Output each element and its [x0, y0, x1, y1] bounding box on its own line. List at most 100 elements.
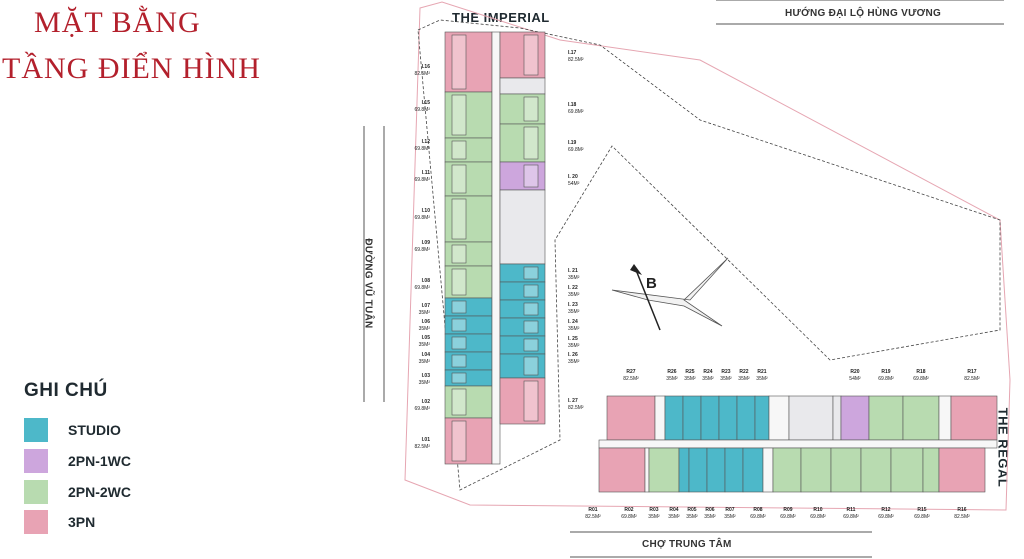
unit-code: R07 [725, 507, 734, 513]
unit-area: 35M² [666, 376, 678, 382]
legend-item-3pn: 3PN [24, 510, 95, 534]
regal-top-unit [902, 395, 940, 441]
regal-bottom-unit [706, 447, 726, 493]
unit-code: R19 [881, 369, 890, 375]
regal-top-unit [840, 395, 870, 441]
legend-item-2pn-2wc: 2PN-2WC [24, 480, 131, 504]
regal-top-unit [754, 395, 770, 441]
unit-area: 69.8M² [878, 376, 894, 382]
legend-item-2pn-1wc: 2PN-1WC [24, 449, 131, 473]
imperial-right-unit [499, 353, 546, 379]
regal-bottom-unit [772, 447, 802, 493]
unit-area: 69.8M² [878, 514, 894, 520]
legend-label: 2PN-1WC [68, 453, 132, 469]
unit-code: I. 20 [568, 174, 578, 180]
unit-area: 69.8M² [843, 514, 859, 520]
unit-area: 69.8M² [414, 107, 430, 113]
unit-code: I.09 [422, 240, 431, 246]
room-outline [451, 94, 467, 136]
unit-code: I. 25 [568, 336, 578, 342]
unit-area: 35M² [648, 514, 660, 520]
unit-code: I.16 [422, 64, 431, 70]
unit-code: R24 [703, 369, 712, 375]
unit-area: 35M² [568, 292, 580, 298]
room-outline [451, 336, 467, 350]
unit-area: 35M² [568, 275, 580, 281]
regal-top-unit [606, 395, 656, 441]
unit-area: 35M² [419, 359, 431, 365]
unit-area: 35M² [419, 310, 431, 316]
regal-bottom-unit [922, 447, 940, 493]
imperial-right-unit [499, 31, 546, 79]
unit-code: I.03 [422, 373, 431, 379]
unit-area: 35M² [419, 326, 431, 332]
regal-bottom-unit [742, 447, 764, 493]
unit-code: I. 23 [568, 302, 578, 308]
room-outline [451, 420, 467, 462]
unit-area: 35M² [568, 343, 580, 349]
unit-code: I.19 [568, 140, 577, 146]
road-label-top: HƯỚNG ĐẠI LỘ HÙNG VƯƠNG [785, 8, 942, 19]
room-outline [523, 380, 539, 422]
room-outline [523, 164, 539, 188]
unit-code: R27 [626, 369, 635, 375]
regal-top-unit [938, 395, 952, 441]
unit-code: R25 [685, 369, 694, 375]
unit-area: 69.8M² [414, 247, 430, 253]
legend-swatch [24, 418, 48, 442]
unit-code: I.08 [422, 278, 431, 284]
regal-bottom-unit [678, 447, 690, 493]
regal-bottom-unit [688, 447, 708, 493]
unit-code: I.02 [422, 399, 431, 405]
room-outline [451, 198, 467, 240]
regal-top-unit [768, 395, 790, 441]
unit-code: I.06 [422, 319, 431, 325]
imperial-right-unit [499, 377, 546, 425]
unit-code: R05 [687, 507, 696, 513]
unit-area: 69.8M² [414, 215, 430, 221]
unit-code: R01 [588, 507, 597, 513]
unit-code: R06 [705, 507, 714, 513]
regal-top-unit [950, 395, 998, 441]
unit-code: R11 [847, 507, 856, 513]
unit-code: R22 [739, 369, 748, 375]
unit-area: 69.8M² [568, 147, 584, 153]
unit-area: 35M² [686, 514, 698, 520]
room-outline [523, 356, 539, 376]
unit-code: R23 [721, 369, 730, 375]
unit-code: R26 [667, 369, 676, 375]
regal-bottom-unit [644, 447, 650, 493]
unit-code: I. 26 [568, 352, 578, 358]
room-outline [523, 284, 539, 298]
unit-area: 69.8M² [621, 514, 637, 520]
unit-area: 35M² [756, 376, 768, 382]
legend-label: 2PN-2WC [68, 484, 132, 500]
regal-top-unit [700, 395, 720, 441]
page-title-line2: TẦNG ĐIỂN HÌNH [2, 52, 261, 85]
unit-area: 69.8M² [414, 406, 430, 412]
page-title-line1: MẶT BẰNG [34, 6, 201, 39]
unit-area: 69.8M² [414, 285, 430, 291]
unit-area: 35M² [704, 514, 716, 520]
unit-area: 82.5M² [585, 514, 601, 520]
room-outline [523, 338, 539, 352]
legend-swatch [24, 449, 48, 473]
unit-area: 54M² [568, 181, 580, 187]
unit-area: 69.8M² [914, 514, 930, 520]
room-outline [523, 96, 539, 122]
unit-code: I.07 [422, 303, 431, 309]
unit-area: 69.8M² [810, 514, 826, 520]
legend-swatch [24, 510, 48, 534]
unit-code: I.15 [422, 100, 431, 106]
imperial-left-unit [444, 91, 493, 139]
imperial-left-unit [444, 241, 493, 267]
unit-code: R09 [783, 507, 792, 513]
unit-area: 82.5M² [623, 376, 639, 382]
unit-area: 82.5M² [568, 405, 584, 411]
unit-code: R12 [881, 507, 890, 513]
regal-bottom-unit [800, 447, 832, 493]
room-outline [523, 126, 539, 160]
site-boundary [404, 1, 1011, 511]
unit-code: I.11 [422, 170, 430, 176]
